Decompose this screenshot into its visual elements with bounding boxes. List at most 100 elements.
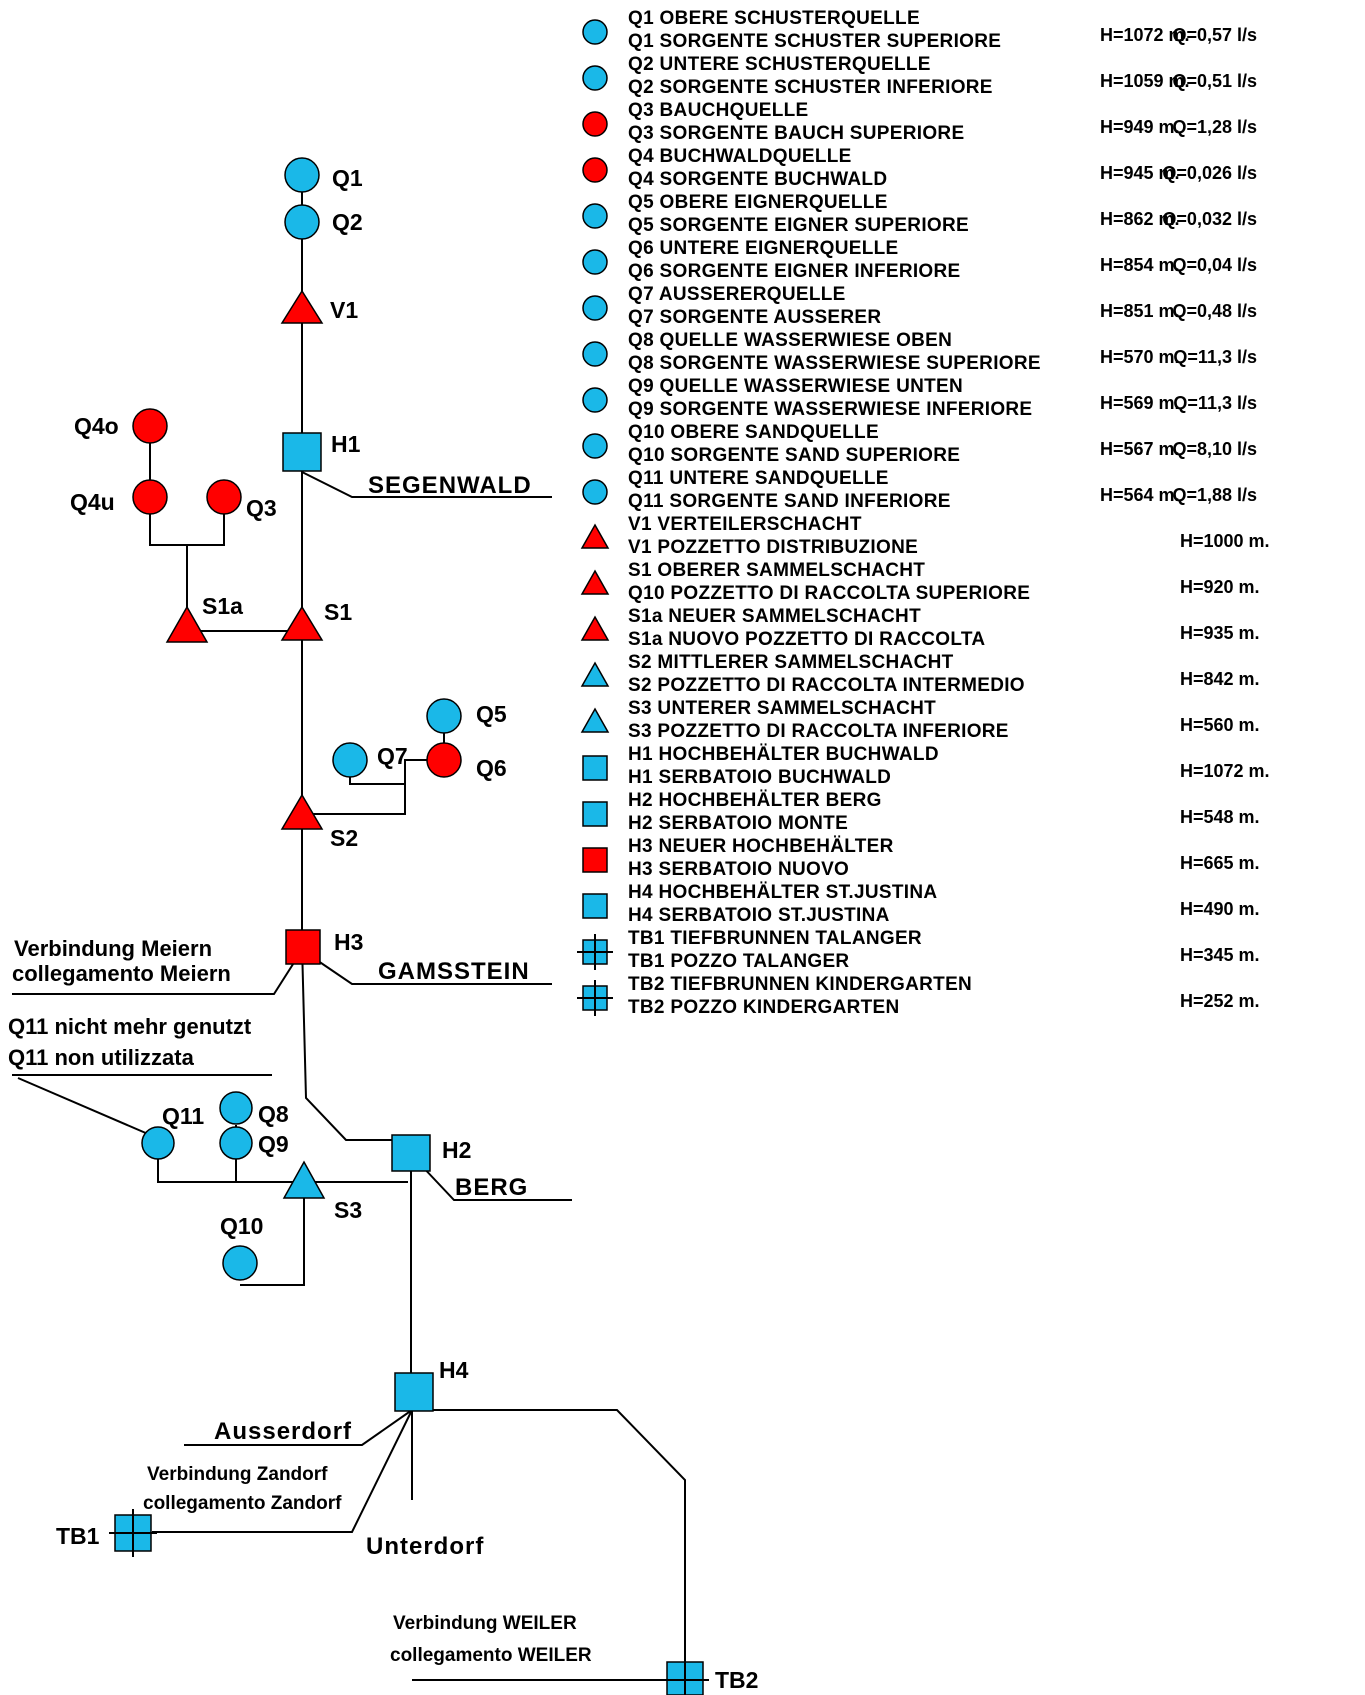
place-segenwald: SEGENWALD <box>368 472 532 499</box>
note-weiler-de: Verbindung WEILER <box>393 1613 577 1634</box>
legend-name-de: H2 HOCHBEHÄLTER BERG <box>628 790 882 811</box>
label-s1a: S1a <box>202 593 243 619</box>
legend-name-de: S1a NEUER SAMMELSCHACHT <box>628 606 921 627</box>
label-tb2: TB2 <box>715 1667 758 1693</box>
spring-q7-icon <box>332 742 368 778</box>
place-berg: BERG <box>455 1174 528 1201</box>
label-q1: Q1 <box>332 165 363 191</box>
legend-height: H=935 m. <box>1180 623 1260 643</box>
legend-square-icon <box>582 847 608 873</box>
legend-name-de: S3 UNTERER SAMMELSCHACHT <box>628 698 936 719</box>
legend-square-icon <box>582 893 608 919</box>
pipe-h3-h2 <box>301 944 408 1141</box>
legend-circle-icon <box>582 433 608 459</box>
spring-q6-icon <box>426 742 462 778</box>
legend-name-it: Q9 SORGENTE WASSERWIESE INFERIORE <box>628 399 1032 420</box>
legend-name-it: Q5 SORGENTE EIGNER SUPERIORE <box>628 215 969 236</box>
legend-name-it: Q1 SORGENTE SCHUSTER SUPERIORE <box>628 31 1001 52</box>
legend-triangle-icon <box>580 615 610 641</box>
spring-q11-icon <box>141 1126 175 1160</box>
chamber-v1-icon <box>280 289 324 324</box>
legend-name-de: H3 NEUER HOCHBEHÄLTER <box>628 836 894 857</box>
legend-circle-icon <box>582 341 608 367</box>
legend-flow: Q=1,88 l/s <box>1172 485 1257 505</box>
label-h3: H3 <box>334 929 363 955</box>
legend-name-de: TB1 TIEFBRUNNEN TALANGER <box>628 928 922 949</box>
legend-name-de: Q5 OBERE EIGNERQUELLE <box>628 192 888 213</box>
pipe-zandorf <box>152 1409 413 1533</box>
legend-name-it: TB2 POZZO KINDERGARTEN <box>628 997 900 1018</box>
pipe-berg <box>419 1163 572 1201</box>
note-meiern-it: collegamento Meiern <box>12 961 231 986</box>
legend-name-it: Q3 SORGENTE BAUCH SUPERIORE <box>628 123 964 144</box>
legend-flow: Q=8,10 l/s <box>1172 439 1257 459</box>
legend-height: H=1000 m. <box>1180 531 1270 551</box>
pipe-q11-s3 <box>157 1157 408 1183</box>
tank-h4-icon <box>394 1372 434 1412</box>
legend-name-it: Q10 POZZETTO DI RACCOLTA SUPERIORE <box>628 583 1030 604</box>
legend-flow: Q=0,032 l/s <box>1162 209 1257 229</box>
legend-name-de: Q7 AUSSERERQUELLE <box>628 284 846 305</box>
tank-h3-icon <box>285 929 321 965</box>
node-labels: Q1 Q2 V1 H1 Q4o Q4u Q3 S1a S1 Q5 Q7 Q6 S… <box>56 165 758 1693</box>
legend-height: H=842 m. <box>1180 669 1260 689</box>
legend-height: H=252 m. <box>1180 991 1260 1011</box>
spring-q8-icon <box>219 1091 253 1125</box>
label-v1: V1 <box>330 297 358 323</box>
legend-name-de: Q2 UNTERE SCHUSTERQUELLE <box>628 54 931 75</box>
legend-circle-icon <box>582 387 608 413</box>
legend-flow: Q=0,48 l/s <box>1172 301 1257 321</box>
legend-name-de: Q8 QUELLE WASSERWIESE OBEN <box>628 330 952 351</box>
label-tb1: TB1 <box>56 1523 100 1549</box>
note-zandorf-de: Verbindung Zandorf <box>147 1464 328 1485</box>
legend-name-de: Q11 UNTERE SANDQUELLE <box>628 468 889 489</box>
spring-q3-icon <box>206 479 242 515</box>
legend-name-it: H1 SERBATOIO BUCHWALD <box>628 767 891 788</box>
legend-circle-icon <box>582 203 608 229</box>
legend-triangle-icon <box>580 661 610 687</box>
label-s1: S1 <box>324 599 352 625</box>
legend-name-it: TB1 POZZO TALANGER <box>628 951 849 972</box>
legend-name-de: S1 OBERER SAMMELSCHACHT <box>628 560 925 581</box>
label-q9: Q9 <box>258 1131 289 1157</box>
legend-flow: Q=0,51 l/s <box>1172 71 1257 91</box>
tank-h1-icon <box>282 432 322 472</box>
legend-height: H=548 m. <box>1180 807 1260 827</box>
place-ausserdorf: Ausserdorf <box>214 1418 352 1445</box>
legend-height: H=1059 m. <box>1100 71 1190 91</box>
legend-circle-icon <box>582 111 608 137</box>
tank-h2-icon <box>391 1134 431 1172</box>
note-meiern-de: Verbindung Meiern <box>14 936 212 961</box>
legend-height: H=1072 m. <box>1100 25 1190 45</box>
legend-well-icon <box>577 980 613 1016</box>
legend-height: H=570 m. <box>1100 347 1180 367</box>
chamber-s3-icon <box>282 1160 326 1199</box>
legend-name-it: Q7 SORGENTE AUSSERER <box>628 307 881 328</box>
legend-name-de: Q3 BAUCHQUELLE <box>628 100 809 121</box>
legend-triangle-icon <box>580 569 610 595</box>
connection-notes: Verbindung Meiern collegamento Meiern Q1… <box>8 936 592 1666</box>
legend-name-it: V1 POZZETTO DISTRIBUZIONE <box>628 537 918 558</box>
place-unterdorf: Unterdorf <box>366 1533 484 1560</box>
legend-name-de: Q10 OBERE SANDQUELLE <box>628 422 879 443</box>
legend-flow: Q=0,026 l/s <box>1162 163 1257 183</box>
legend-name-de: V1 VERTEILERSCHACHT <box>628 514 862 535</box>
legend-name-de: H4 HOCHBEHÄLTER ST.JUSTINA <box>628 882 937 903</box>
chamber-s2-icon <box>280 793 324 830</box>
label-q2: Q2 <box>332 209 363 235</box>
legend-flow: Q=11,3 l/s <box>1173 347 1257 367</box>
note-zandorf-it: collegamento Zandorf <box>143 1493 342 1514</box>
pipe-weiler <box>432 1409 686 1672</box>
legend-circle-icon <box>582 249 608 275</box>
legend-name-it: S1a NUOVO POZZETTO DI RACCOLTA <box>628 629 985 650</box>
